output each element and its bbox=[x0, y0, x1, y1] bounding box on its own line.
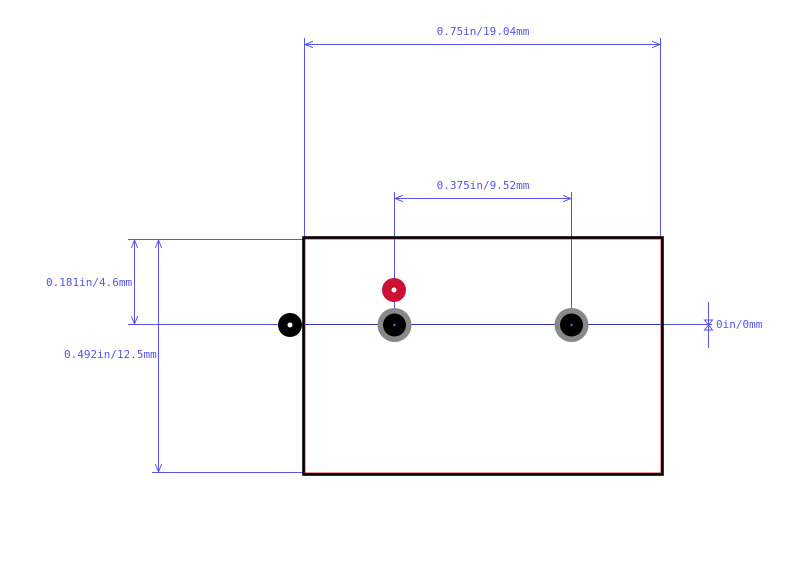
pin1-marker-center bbox=[391, 287, 397, 293]
pin1-marker bbox=[382, 278, 406, 302]
component-outline bbox=[302, 236, 664, 476]
label-overall-width: 0.75in/19.04mm bbox=[437, 25, 530, 38]
label-pin-spacing: 0.375in/9.52mm bbox=[437, 179, 530, 192]
pad-2 bbox=[554, 308, 589, 342]
origin-marker bbox=[278, 313, 302, 337]
pad-2-center bbox=[570, 323, 573, 327]
label-pin-offset-height: 0.181in/4.6mm bbox=[46, 276, 132, 289]
dimension-labels: 0.75in/19.04mm 0.375in/9.52mm 0.181in/4.… bbox=[46, 25, 763, 361]
label-overall-height: 0.492in/12.5mm bbox=[64, 348, 157, 361]
origin-marker-center bbox=[287, 322, 293, 328]
dim-zero-arrow-top bbox=[703, 319, 714, 326]
label-zero-offset: 0in/0mm bbox=[716, 318, 763, 331]
pad-1 bbox=[377, 308, 412, 342]
dim-zero-arrow-bottom bbox=[703, 324, 714, 331]
dimension-lines bbox=[135, 45, 714, 472]
outline-body bbox=[302, 236, 664, 476]
outline-inner-red bbox=[304, 238, 662, 474]
pad-1-center bbox=[393, 323, 396, 327]
extension-lines bbox=[128, 38, 712, 473]
